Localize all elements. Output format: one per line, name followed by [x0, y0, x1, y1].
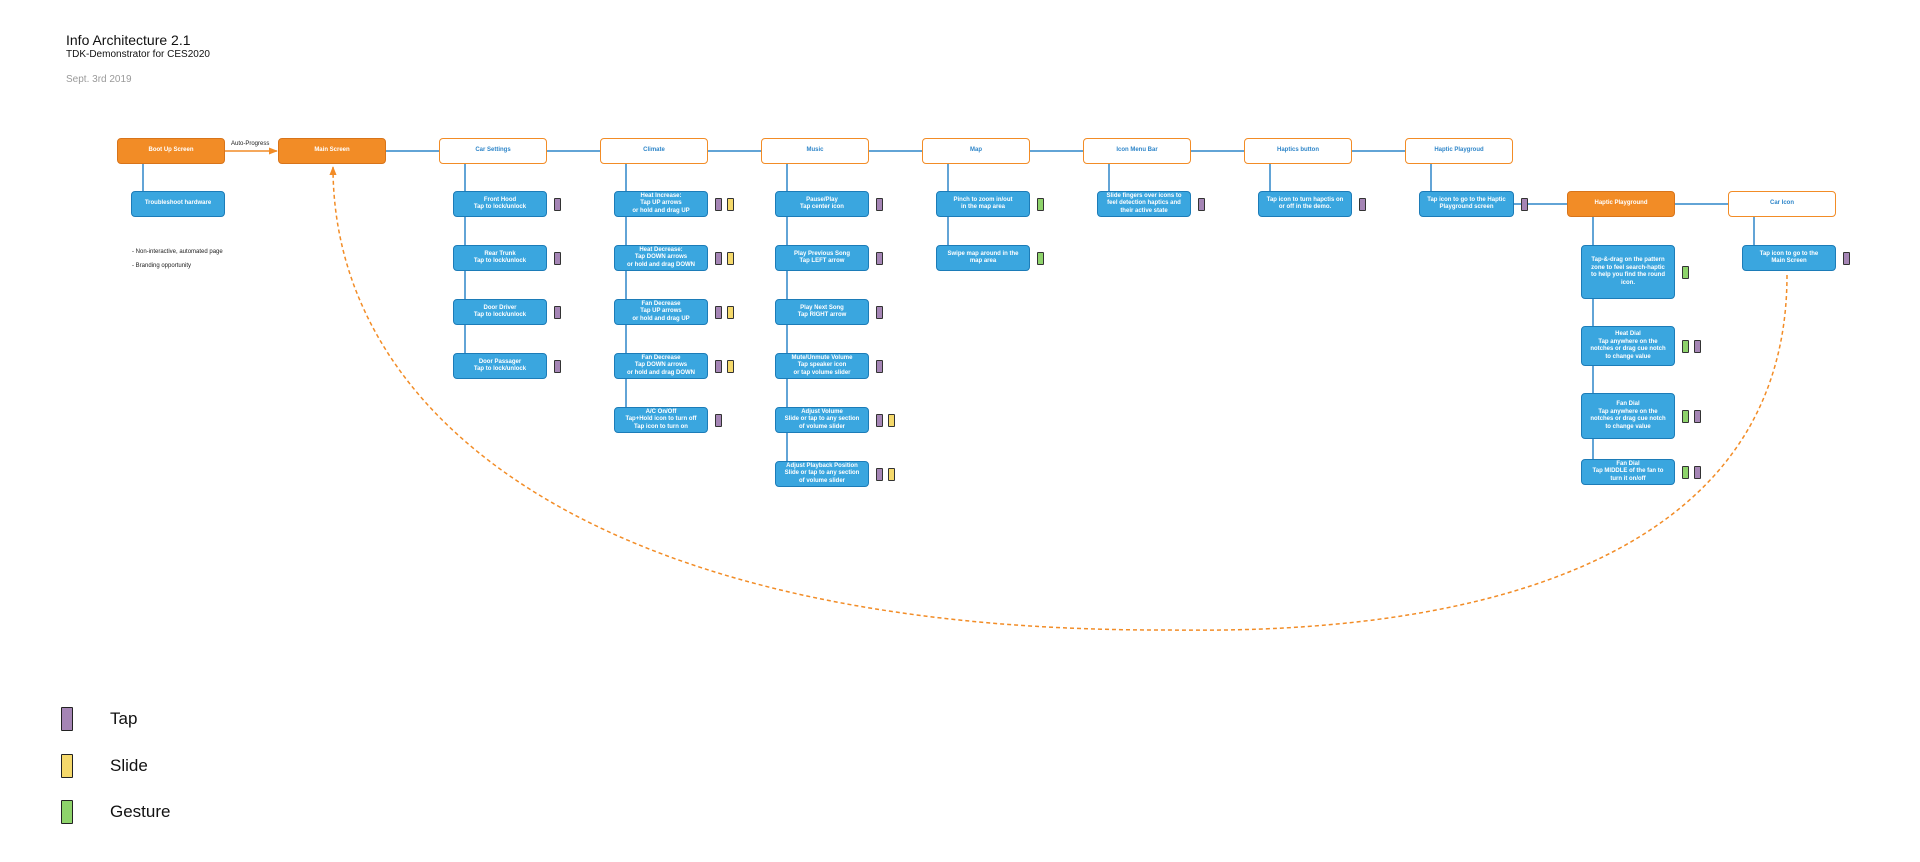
node-map-child-1[interactable]: Pinch to zoom in/out in the map area [936, 191, 1030, 217]
tap-gesture-icon [1694, 409, 1701, 423]
node-main[interactable]: Main Screen [278, 138, 386, 164]
legend-gesture-icon [61, 800, 73, 824]
slide-gesture-icon [727, 359, 734, 373]
slide-gesture-icon [888, 413, 895, 427]
node-music-child-1[interactable]: Pause/Play Tap center icon [775, 191, 869, 217]
gesture-gesture-icon [1682, 339, 1689, 353]
slide-gesture-icon [888, 467, 895, 481]
node-music[interactable]: Music [761, 138, 869, 164]
node-car-child-1[interactable]: Front Hood Tap to lock/unlock [453, 191, 547, 217]
legend-tap-label: Tap [110, 709, 138, 728]
tap-gesture-icon [1694, 339, 1701, 353]
node-boot[interactable]: Boot Up Screen [117, 138, 225, 164]
node-music-child-3[interactable]: Play Next Song Tap RIGHT arrow [775, 299, 869, 325]
node-hp2-child-3[interactable]: Fan Dial Tap anywhere on the notches or … [1581, 393, 1675, 439]
gesture-gesture-icon [1682, 265, 1689, 279]
tap-gesture-icon [1198, 197, 1205, 211]
legend-gesture-label: Gesture [110, 802, 171, 821]
tap-gesture-icon [1359, 197, 1366, 211]
node-iconbar[interactable]: Icon Menu Bar [1083, 138, 1191, 164]
tap-gesture-icon [554, 197, 561, 211]
legend-slide-label: Slide [110, 756, 148, 775]
node-playground-child-1[interactable]: Tap icon to go to the Haptic Playground … [1419, 191, 1514, 217]
gesture-gesture-icon [1037, 197, 1044, 211]
node-hp2-child-1[interactable]: Tap-&-drag on the pattern zone to feel s… [1581, 245, 1675, 299]
node-car-child-2[interactable]: Rear Trunk Tap to lock/unlock [453, 245, 547, 271]
node-car[interactable]: Car Settings [439, 138, 547, 164]
legend-slide-icon [61, 754, 73, 778]
slide-gesture-icon [727, 305, 734, 319]
node-map[interactable]: Map [922, 138, 1030, 164]
node-climate-child-5[interactable]: A/C On/Off Tap+Hold icon to turn off Tap… [614, 407, 708, 433]
page-subtitle: TDK-Demonstrator for CES2020 [66, 49, 210, 60]
gesture-gesture-icon [1682, 465, 1689, 479]
node-car-child-3[interactable]: Door Driver Tap to lock/unlock [453, 299, 547, 325]
note-non-interactive: - Non-interactive, automated page [132, 249, 223, 255]
node-haptics[interactable]: Haptics button [1244, 138, 1352, 164]
auto-progress-label: Auto-Progress [231, 141, 270, 147]
note-branding: - Branding opportunity [132, 263, 192, 269]
tap-gesture-icon [1843, 251, 1850, 265]
node-climate-child-1[interactable]: Heat Increase: Tap UP arrows or hold and… [614, 191, 708, 217]
tap-gesture-icon [1694, 465, 1701, 479]
node-music-child-2[interactable]: Play Previous Song Tap LEFT arrow [775, 245, 869, 271]
node-climate-child-4[interactable]: Fan Decrease Tap DOWN arrows or hold and… [614, 353, 708, 379]
node-boot-child-1[interactable]: Troubleshoot hardware [131, 191, 225, 217]
tap-gesture-icon [876, 467, 883, 481]
node-climate[interactable]: Climate [600, 138, 708, 164]
tap-gesture-icon [715, 413, 722, 427]
tap-gesture-icon [876, 413, 883, 427]
legend-tap-icon [61, 707, 73, 731]
tap-gesture-icon [554, 251, 561, 265]
node-playground[interactable]: Haptic Playgroud [1405, 138, 1513, 164]
node-music-child-4[interactable]: Mute/Unmute Volume Tap speaker icon or t… [775, 353, 869, 379]
return-to-main-dashed-arrow [329, 166, 1788, 631]
tap-gesture-icon [876, 359, 883, 373]
tap-gesture-icon [715, 251, 722, 265]
node-hp2[interactable]: Haptic Playground [1567, 191, 1675, 217]
tap-gesture-icon [715, 305, 722, 319]
node-music-child-5[interactable]: Adjust Volume Slide or tap to any sectio… [775, 407, 869, 433]
page-date: Sept. 3rd 2019 [66, 74, 132, 85]
node-iconbar-child-1[interactable]: Slide fingers over icons to feel detecti… [1097, 191, 1191, 217]
node-caricon[interactable]: Car Icon [1728, 191, 1836, 217]
gesture-gesture-icon [1037, 251, 1044, 265]
node-climate-child-3[interactable]: Fan Decrease Tap UP arrows or hold and d… [614, 299, 708, 325]
tap-gesture-icon [554, 305, 561, 319]
slide-gesture-icon [727, 197, 734, 211]
tap-gesture-icon [554, 359, 561, 373]
node-haptics-child-1[interactable]: Tap icon to turn hapctis on or off in th… [1258, 191, 1352, 217]
tap-gesture-icon [876, 197, 883, 211]
connector-lines [142, 147, 1788, 631]
tap-gesture-icon [876, 305, 883, 319]
node-map-child-2[interactable]: Swipe map around in the map area [936, 245, 1030, 271]
tap-gesture-icon [1521, 197, 1528, 211]
page-title: Info Architecture 2.1 [66, 32, 191, 48]
tap-gesture-icon [715, 359, 722, 373]
gesture-gesture-icon [1682, 409, 1689, 423]
slide-gesture-icon [727, 251, 734, 265]
node-hp2-child-2[interactable]: Heat Dial Tap anywhere on the notches or… [1581, 326, 1675, 366]
node-hp2-child-4[interactable]: Fan Dial Tap MIDDLE of the fan to turn i… [1581, 459, 1675, 485]
tap-gesture-icon [715, 197, 722, 211]
tap-gesture-icon [876, 251, 883, 265]
node-climate-child-2[interactable]: Heat Decrease: Tap DOWN arrows or hold a… [614, 245, 708, 271]
node-car-child-4[interactable]: Door Passager Tap to lock/unlock [453, 353, 547, 379]
node-caricon-child-1[interactable]: Tap icon to go to the Main Screen [1742, 245, 1836, 271]
node-music-child-6[interactable]: Adjust Playback Position Slide or tap to… [775, 461, 869, 487]
